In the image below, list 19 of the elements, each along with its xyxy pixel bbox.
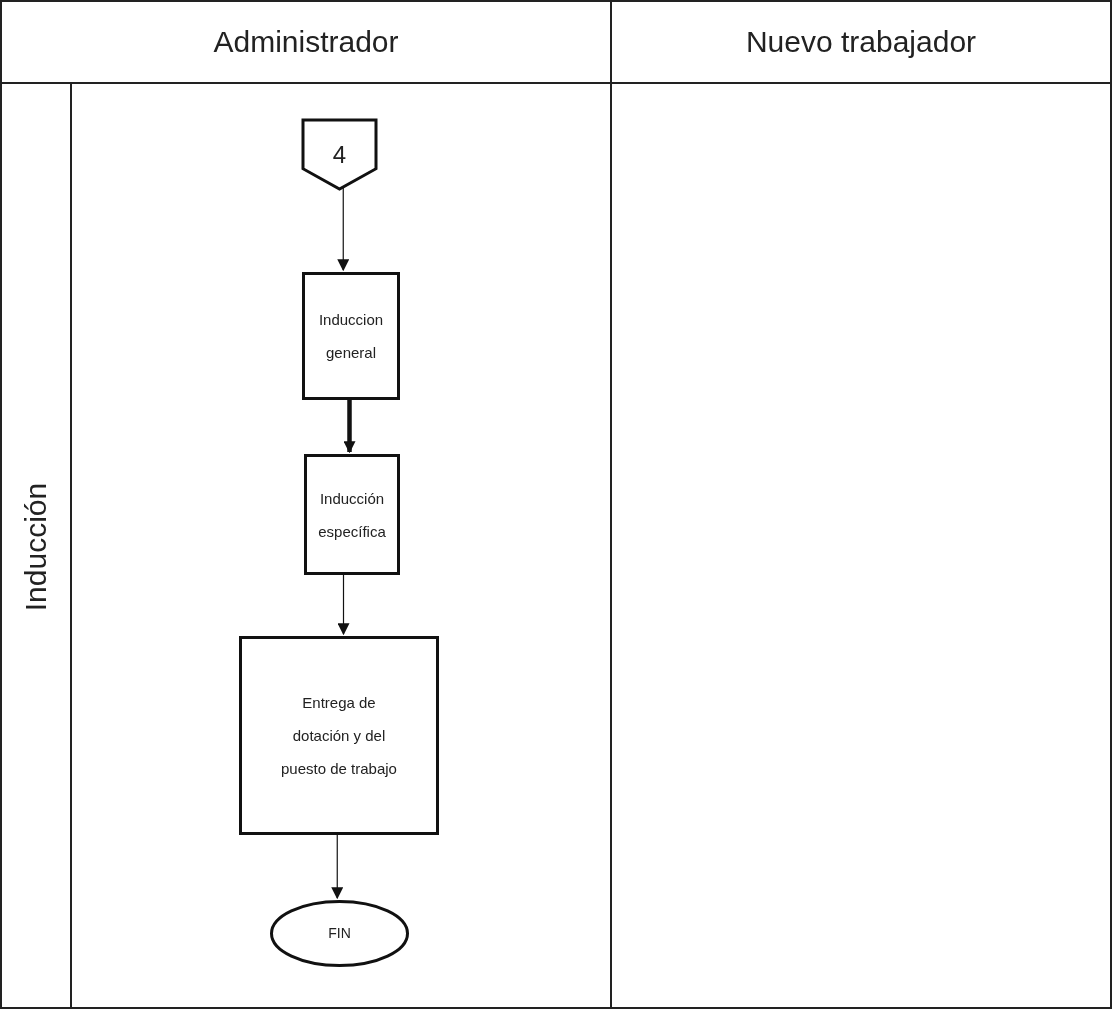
swimlane-column bbox=[612, 0, 1112, 1009]
node-text: Induccion general bbox=[317, 310, 385, 363]
arrow bbox=[337, 572, 350, 636]
process-box bbox=[304, 454, 400, 575]
phase-label: Inducción bbox=[19, 482, 53, 611]
arrow bbox=[331, 832, 344, 900]
lane-header: Administrador bbox=[213, 25, 399, 59]
node-text: 4 bbox=[332, 140, 347, 170]
terminal-oval bbox=[270, 900, 409, 967]
off-page-connector bbox=[302, 119, 377, 190]
node-text: FIN bbox=[328, 924, 351, 944]
process-box bbox=[302, 272, 400, 400]
arrow bbox=[337, 187, 350, 272]
lane-header: Nuevo trabajador bbox=[745, 25, 977, 59]
process-box bbox=[239, 636, 439, 835]
arrow bbox=[343, 398, 356, 454]
node-text: Inducción específica bbox=[317, 488, 387, 542]
node-text: Entrega de dotación y del puesto de trabajo bbox=[280, 693, 398, 779]
swimlane-column bbox=[0, 0, 612, 1009]
